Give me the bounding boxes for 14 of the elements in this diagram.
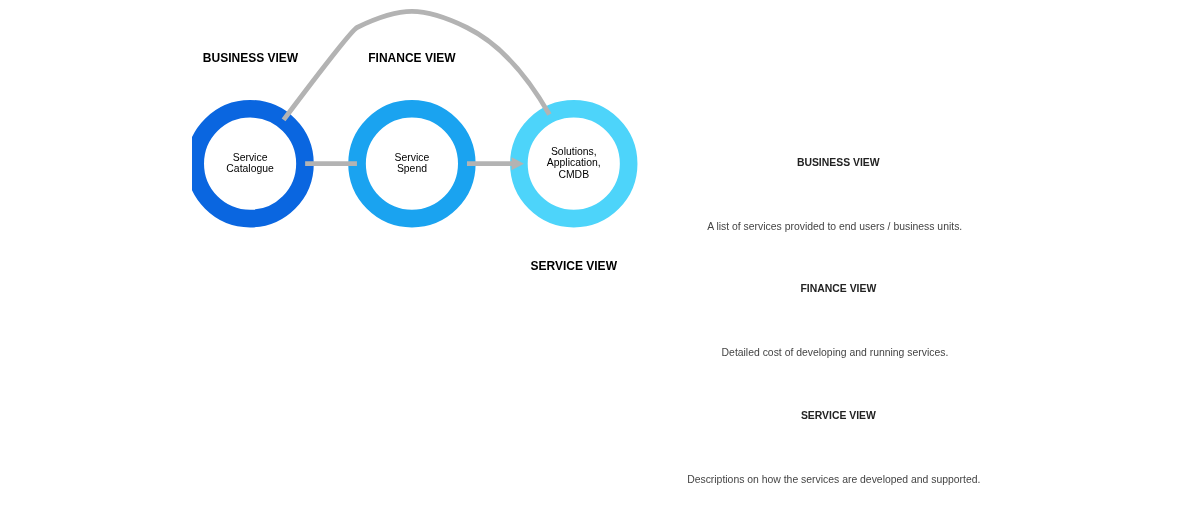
label: Descriptions on how the services are developed and supported. [686, 473, 980, 485]
connector [281, 9, 551, 122]
label: FINANCE VIEW [800, 283, 876, 295]
node-label: FINANCE VIEW [367, 50, 456, 65]
label: BUSINESS VIEW [796, 156, 880, 168]
arrow [466, 157, 524, 171]
node-label: SERVICE VIEW [530, 258, 617, 273]
node-label: BUSINESS VIEW [202, 50, 298, 65]
label: SERVICE VIEW [800, 409, 876, 421]
node-circle: Service Catalogue [191, 100, 314, 228]
label: A list of services provided to end users / business units. [706, 220, 962, 232]
label: Detailed cost of developing and running services. [721, 347, 948, 359]
node-circle: Service Spend [347, 100, 476, 228]
connector [304, 161, 357, 167]
